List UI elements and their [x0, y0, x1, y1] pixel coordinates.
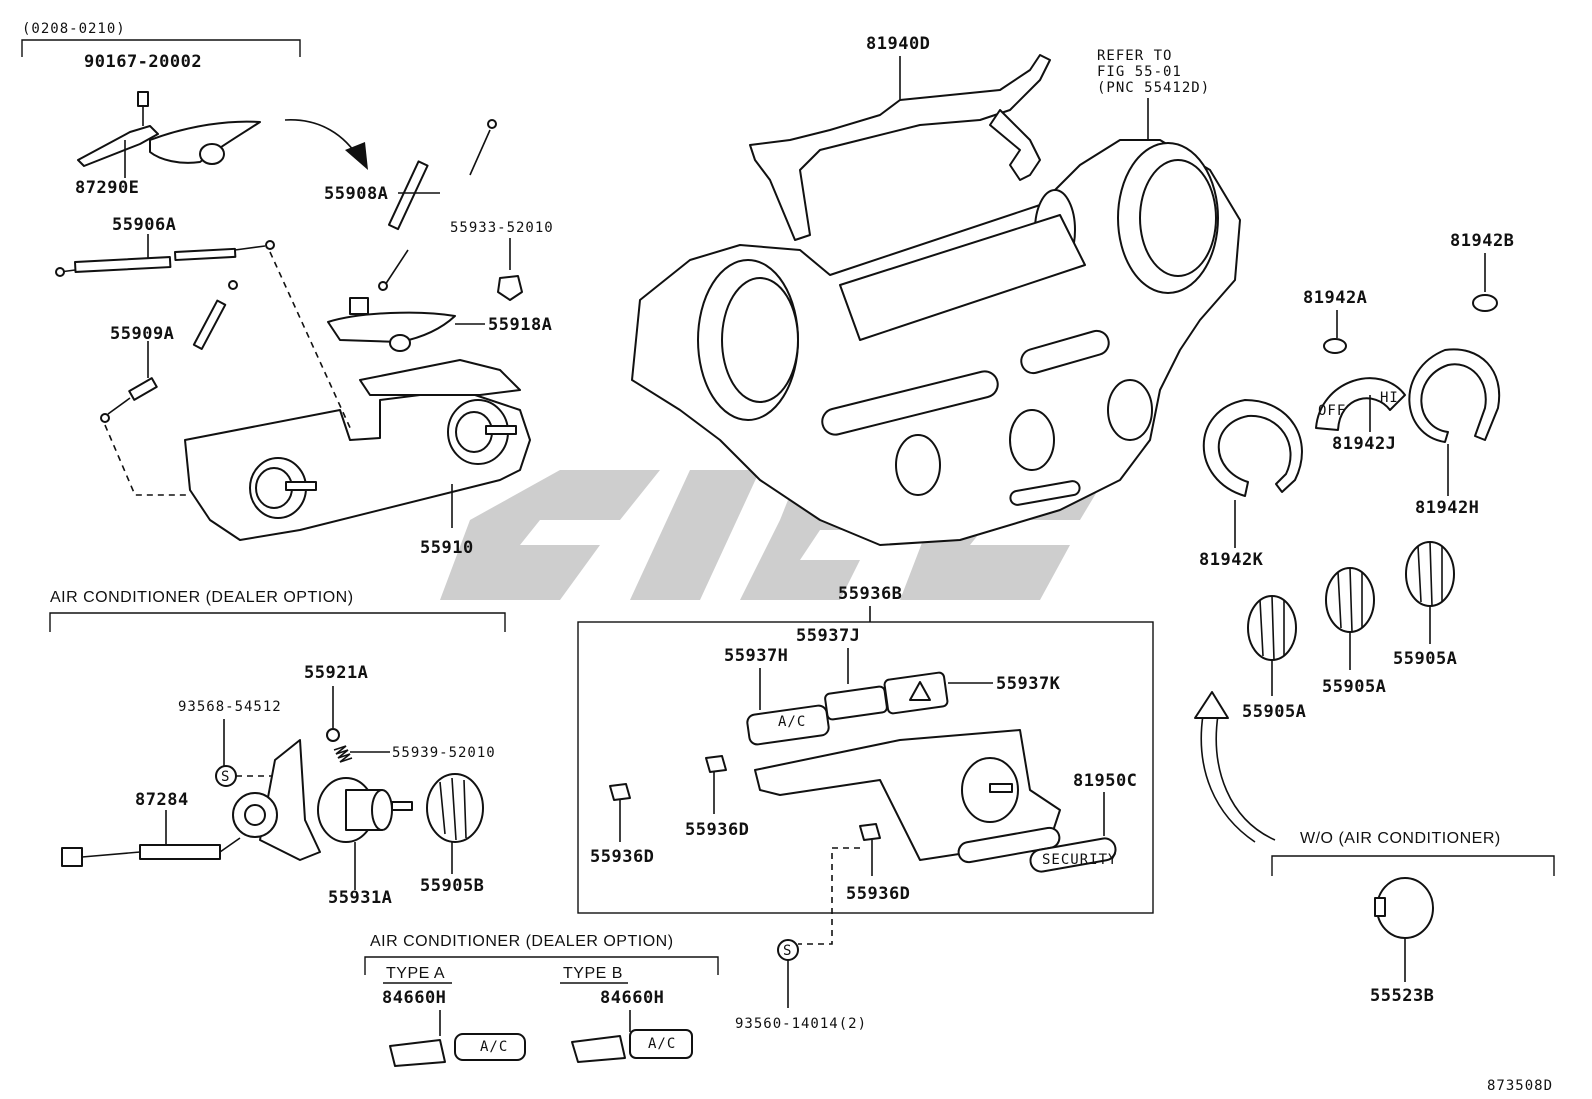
part-55908A	[378, 119, 497, 291]
label-87284: 87284	[135, 790, 189, 810]
part-87284	[61, 739, 321, 867]
svg-text:A/C: A/C	[778, 714, 806, 730]
part-81942A	[1323, 338, 1347, 354]
part-55937K	[883, 671, 949, 715]
svg-text:A/C: A/C	[480, 1039, 508, 1055]
label-55908A: 55908A	[324, 184, 388, 204]
label-81942K: 81942K	[1199, 550, 1264, 570]
part-55936D-1	[609, 783, 631, 842]
group-label-wo-ac: W/O (AIR CONDITIONER)	[1300, 830, 1501, 847]
label-55910: 55910	[420, 538, 474, 558]
bracket-group-ac-option-1: AIR CONDITIONER (DEALER OPTION)	[49, 589, 506, 632]
part-55905A-knob-1	[1247, 595, 1297, 696]
label-55937H: 55937H	[724, 646, 788, 666]
part-55936D-3	[798, 823, 881, 945]
group-label-type-b: TYPE B	[563, 965, 623, 982]
label-81942A: 81942A	[1303, 288, 1367, 308]
label-81942H: 81942H	[1415, 498, 1479, 518]
bracket-group-ac-option-2: AIR CONDITIONER (DEALER OPTION) TYPE A T…	[364, 933, 719, 984]
part-84660H-type-a: A/C	[389, 1033, 526, 1067]
part-55906A	[55, 234, 275, 277]
label-55939-52010: 55939-52010	[392, 745, 496, 761]
part-55523B	[1374, 877, 1434, 982]
label-55905B: 55905B	[420, 876, 484, 896]
label-55936D-2: 55936D	[685, 820, 749, 840]
label-81942B: 81942B	[1450, 231, 1514, 251]
label-81940D: 81940D	[866, 34, 930, 54]
group-label-ac-option-2: AIR CONDITIONER (DEALER OPTION)	[370, 933, 674, 950]
group-box-55936B	[577, 621, 1154, 914]
label-87290E: 87290E	[75, 178, 139, 198]
group-label-date-range: (0208-0210)	[22, 21, 126, 37]
label-81950C: 81950C	[1073, 771, 1137, 791]
svg-text:SECURITY: SECURITY	[1042, 852, 1117, 868]
svg-text:A/C: A/C	[648, 1036, 676, 1052]
part-87290E	[77, 91, 261, 178]
part-81942K	[1202, 399, 1303, 548]
label-55931A: 55931A	[328, 888, 392, 908]
part-81950C: SECURITY	[1029, 792, 1117, 873]
label-55936D-1: 55936D	[590, 847, 654, 867]
bracket-group-wo-ac: W/O (AIR CONDITIONER)	[1271, 830, 1555, 876]
label-55936D-3: 55936D	[846, 884, 910, 904]
group-label-type-a: TYPE A	[386, 965, 445, 982]
part-55933-52010	[497, 238, 523, 301]
label-55933-52010: 55933-52010	[450, 220, 554, 236]
up-arrow-icon	[1194, 691, 1276, 843]
center-panel	[631, 139, 1241, 546]
label-55937J: 55937J	[796, 626, 860, 646]
part-55918A	[327, 297, 485, 352]
part-55931A	[317, 777, 413, 890]
label-55909A: 55909A	[110, 324, 174, 344]
part-81942J: OFF HI	[1315, 377, 1406, 432]
part-55909A	[100, 280, 238, 423]
label-55523B: 55523B	[1370, 986, 1434, 1006]
label-55936B: 55936B	[838, 584, 902, 604]
figure-id: 873508D	[1487, 1078, 1553, 1094]
part-55936B-bracket	[754, 729, 1061, 864]
svg-text:HI: HI	[1380, 390, 1399, 406]
bracket-group-top-left: (0208-0210)	[21, 21, 301, 57]
label-55921A: 55921A	[304, 663, 368, 683]
callout-s-1: S	[215, 765, 280, 787]
part-55937H: A/C	[746, 704, 830, 746]
group-label-ac-option-1: AIR CONDITIONER (DEALER OPTION)	[50, 589, 354, 606]
part-81942B	[1472, 294, 1498, 312]
arrow-icon	[284, 119, 368, 170]
refer-line-2: FIG 55-01	[1097, 64, 1182, 80]
part-55936D-2	[705, 755, 727, 814]
label-93568-54512: 93568-54512	[178, 699, 282, 715]
part-81940D	[749, 54, 1051, 241]
callout-s-2: S	[777, 939, 799, 1008]
part-55939-52010	[333, 745, 390, 763]
refer-line-1: REFER TO	[1097, 48, 1172, 64]
part-55905A-knob-3	[1405, 541, 1455, 644]
label-55905A-3: 55905A	[1393, 649, 1457, 669]
label-84660H-type-b: 84660H	[600, 988, 664, 1008]
refer-line-3: (PNC 55412D)	[1097, 80, 1210, 96]
svg-text:OFF: OFF	[1318, 403, 1346, 419]
label-55918A: 55918A	[488, 315, 552, 335]
svg-text:S: S	[783, 943, 792, 959]
part-55905A-knob-2	[1325, 567, 1375, 670]
svg-text:S: S	[221, 769, 230, 785]
part-55910	[184, 359, 531, 541]
label-55906A: 55906A	[112, 215, 176, 235]
label-84660H-type-a: 84660H	[382, 988, 446, 1008]
part-84660H-type-b: A/C	[571, 1029, 693, 1063]
label-90167-20002: 90167-20002	[84, 52, 202, 72]
part-55905B	[426, 773, 484, 874]
label-55937K: 55937K	[996, 674, 1061, 694]
label-81942J: 81942J	[1332, 434, 1396, 454]
label-55905A-1: 55905A	[1242, 702, 1306, 722]
part-55937J	[824, 685, 888, 721]
label-93560-14014: 93560-14014(2)	[735, 1016, 867, 1032]
label-55905A-2: 55905A	[1322, 677, 1386, 697]
part-81942H	[1408, 348, 1501, 496]
part-55921A	[326, 728, 340, 742]
